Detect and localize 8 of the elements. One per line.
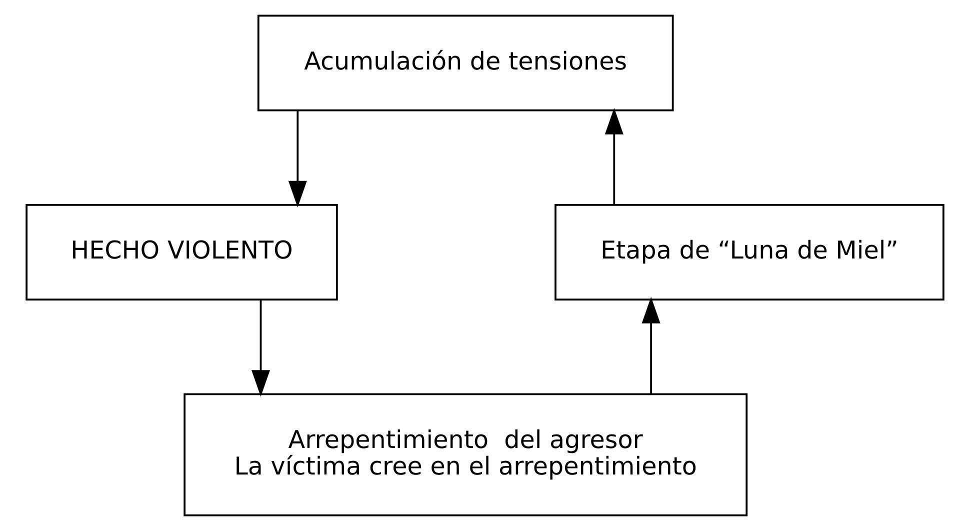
- node-box: Etapa de “Luna de Miel”: [554, 204, 944, 300]
- node-box: Arrepentimiento del agresor La víctima cree en el arrepentimiento: [183, 393, 748, 516]
- arrow: [288, 110, 306, 208]
- arrow: [604, 108, 623, 204]
- arrow: [641, 296, 660, 394]
- node-box: HECHO VIOLENTO: [25, 204, 338, 300]
- node-box: Acumulación de tensiones: [256, 14, 674, 112]
- arrow: [250, 300, 270, 397]
